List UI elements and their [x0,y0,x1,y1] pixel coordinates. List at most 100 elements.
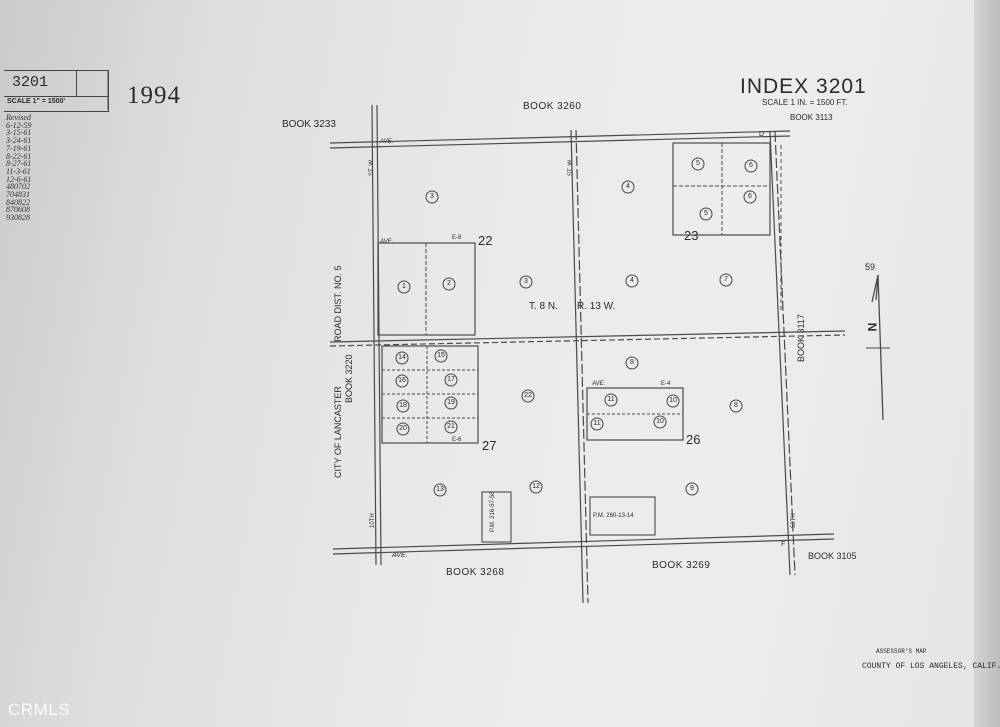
corner-f: F [781,541,786,548]
page-number: 5 [704,210,708,217]
revision-date: 840822 [6,197,30,207]
street-label-e6: E-6 [452,437,462,443]
street-label-e8: E-8 [452,235,462,241]
page-number-circle [691,157,705,171]
revision-date: 12-6-61 [6,174,32,184]
page-number-circle [621,180,635,194]
road-middle [329,334,846,347]
page-number-circle [396,399,410,413]
revision-date: 8-22-61 [6,151,32,161]
street-label-ave: AVE. [392,552,408,559]
parcel-map-rect [589,496,656,536]
road-center [575,129,589,604]
page-number-circle [625,274,639,288]
page-number: 5 [696,160,700,167]
page-number-circle [444,420,458,434]
page-number: 1 [402,283,406,290]
page-number: 4 [630,277,634,284]
page-number: 11 [607,396,615,403]
revision-date: 11-3-61 [6,166,31,176]
page-number-circle [434,349,448,363]
page-number: 18 [399,402,407,409]
revision-date: 3-15-61 [6,128,32,138]
scale-note: SCALE 1" = 1500' [7,98,66,105]
page-number-circle [685,482,699,496]
page-number-circle [529,480,543,494]
north-arrow-head [871,274,879,303]
township-label: T. 8 N. [529,301,558,312]
street-label-e4: E-4 [661,381,671,387]
page-number-circle [625,356,639,370]
page-number-circle [396,422,410,436]
book-label-bottom-left: BOOK 3268 [446,567,505,578]
page-number-circle [719,273,733,287]
page-number: 20 [399,425,407,432]
page-number-circle [744,159,758,173]
parcel-map-note: P.M. 260-13-14 [593,513,634,519]
book-label-top-right: BOOK 3113 [790,113,833,122]
revision-date: 480702 [6,182,30,192]
range-label: R. 13 W. [577,301,616,312]
road-top [329,135,791,149]
page-number: 19 [447,399,455,406]
book-label-bottom-center: BOOK 3269 [652,560,711,571]
book-label-bottom-right: BOOK 3105 [808,551,857,561]
page-number: 6 [749,162,753,169]
revision-date: 704831 [6,190,30,200]
page-number: 13 [436,486,444,493]
page-number: 9 [690,485,694,492]
page-number: 10 [656,418,664,425]
page-fold-shadow [974,0,1000,727]
page-number-circle [653,415,667,429]
parcel-map-rect [481,491,512,543]
road-middle [329,330,846,343]
revision-date: 3-24-61 [6,136,32,146]
page-number-circle [743,190,757,204]
page-number: 14 [398,354,406,361]
page-number: 3 [430,193,434,200]
page-number: 11 [593,420,601,427]
street-label-ave: AVE. [592,381,606,387]
index-title: INDEX 3201 [740,75,867,98]
road-top [329,130,791,144]
page-number-circle [395,351,409,365]
road-left [371,104,377,566]
page-number: 8 [630,359,634,366]
section-22: 22 [478,233,493,248]
page-number-circle [397,280,411,294]
page-number-circle [442,277,456,291]
page-number-circle [519,275,533,289]
revision-date: 6-12-59 [6,120,32,130]
revised-label: Revised [6,113,31,122]
page-number-circle [729,399,743,413]
road-center [570,129,584,604]
page-number: 2 [447,280,451,287]
assessor-map-label: ASSESSOR'S MAP [876,648,927,655]
page-number: 6 [748,193,752,200]
section-26: 26 [686,432,701,447]
revision-date: 870608 [6,205,30,215]
page-number-circle [590,417,604,431]
street-label-ave: AVE. [380,239,394,245]
page-number: 21 [447,423,455,430]
revision-date: 8-27-61 [6,159,32,169]
page-number: 8 [734,402,738,409]
crmls-watermark: CRMLS [8,700,71,719]
road-right [774,131,796,576]
page-number: 3 [524,278,528,285]
revision-date: 7-19-61 [6,143,32,153]
page-number: 12 [532,483,540,490]
revision-date: 930828 [6,213,30,223]
page-number: 4 [626,183,630,190]
page-number: 22 [524,392,532,399]
road-bottom [332,538,835,555]
page-number-circle [699,207,713,221]
page-number-circle [433,483,447,497]
page-number-circle [425,190,439,204]
county-label: COUNTY OF LOS ANGELES, CALIF. [862,662,1000,671]
page-number: 16 [398,377,406,384]
section-27: 27 [482,438,497,453]
road-bottom [332,533,835,550]
